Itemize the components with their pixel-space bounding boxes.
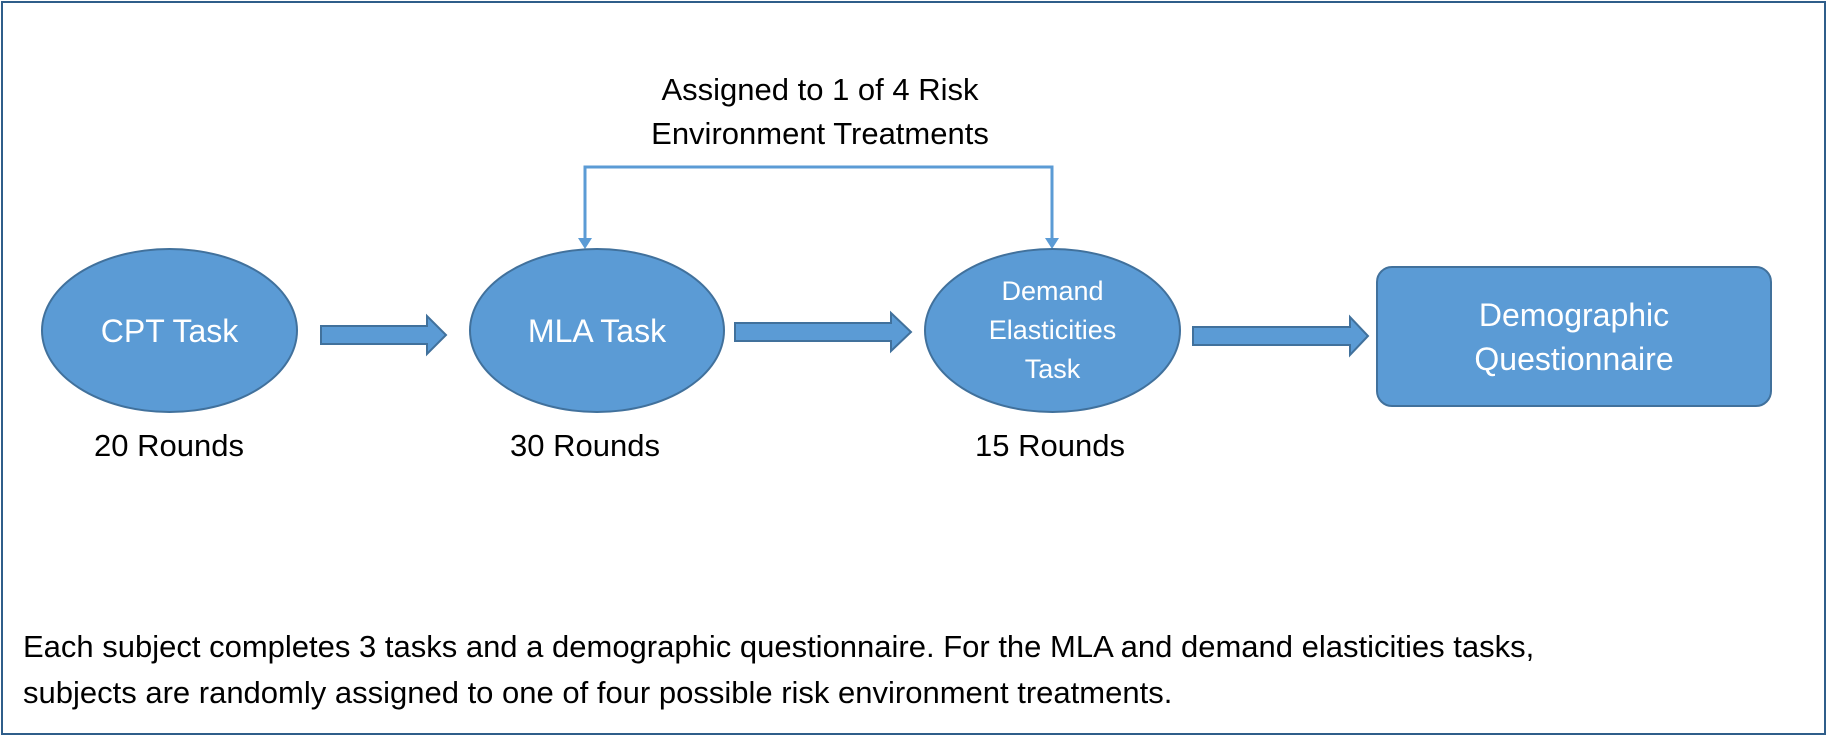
flow-arrow-3: [1192, 314, 1370, 358]
node-demographic-questionnaire: Demographic Questionnaire: [1376, 266, 1772, 407]
node-label: Demand Elasticities Task: [988, 276, 1117, 384]
rounds-label-demand: 15 Rounds: [975, 428, 1125, 463]
rounds-label-cpt: 20 Rounds: [94, 428, 244, 463]
bracket-arrowhead-demand: [1045, 238, 1059, 249]
treatment-bracket: [583, 165, 1054, 245]
rounds-label-mla: 30 Rounds: [510, 428, 660, 463]
node-demand-elasticities-task: Demand Elasticities Task: [924, 248, 1181, 413]
node-mla-task: MLA Task: [469, 248, 725, 413]
flow-arrow-2: [734, 310, 913, 354]
footnote: Each subject completes 3 tasks and a dem…: [23, 629, 1535, 710]
node-label: Demographic Questionnaire: [1474, 296, 1674, 377]
node-label: MLA Task: [527, 312, 667, 349]
node-label: CPT Task: [100, 312, 239, 349]
bracket-arrowhead-mla: [578, 238, 592, 249]
treatment-caption: Assigned to 1 of 4 Risk Environment Trea…: [651, 72, 989, 151]
flow-arrow-1: [320, 313, 448, 357]
node-cpt-task: CPT Task: [41, 248, 298, 413]
